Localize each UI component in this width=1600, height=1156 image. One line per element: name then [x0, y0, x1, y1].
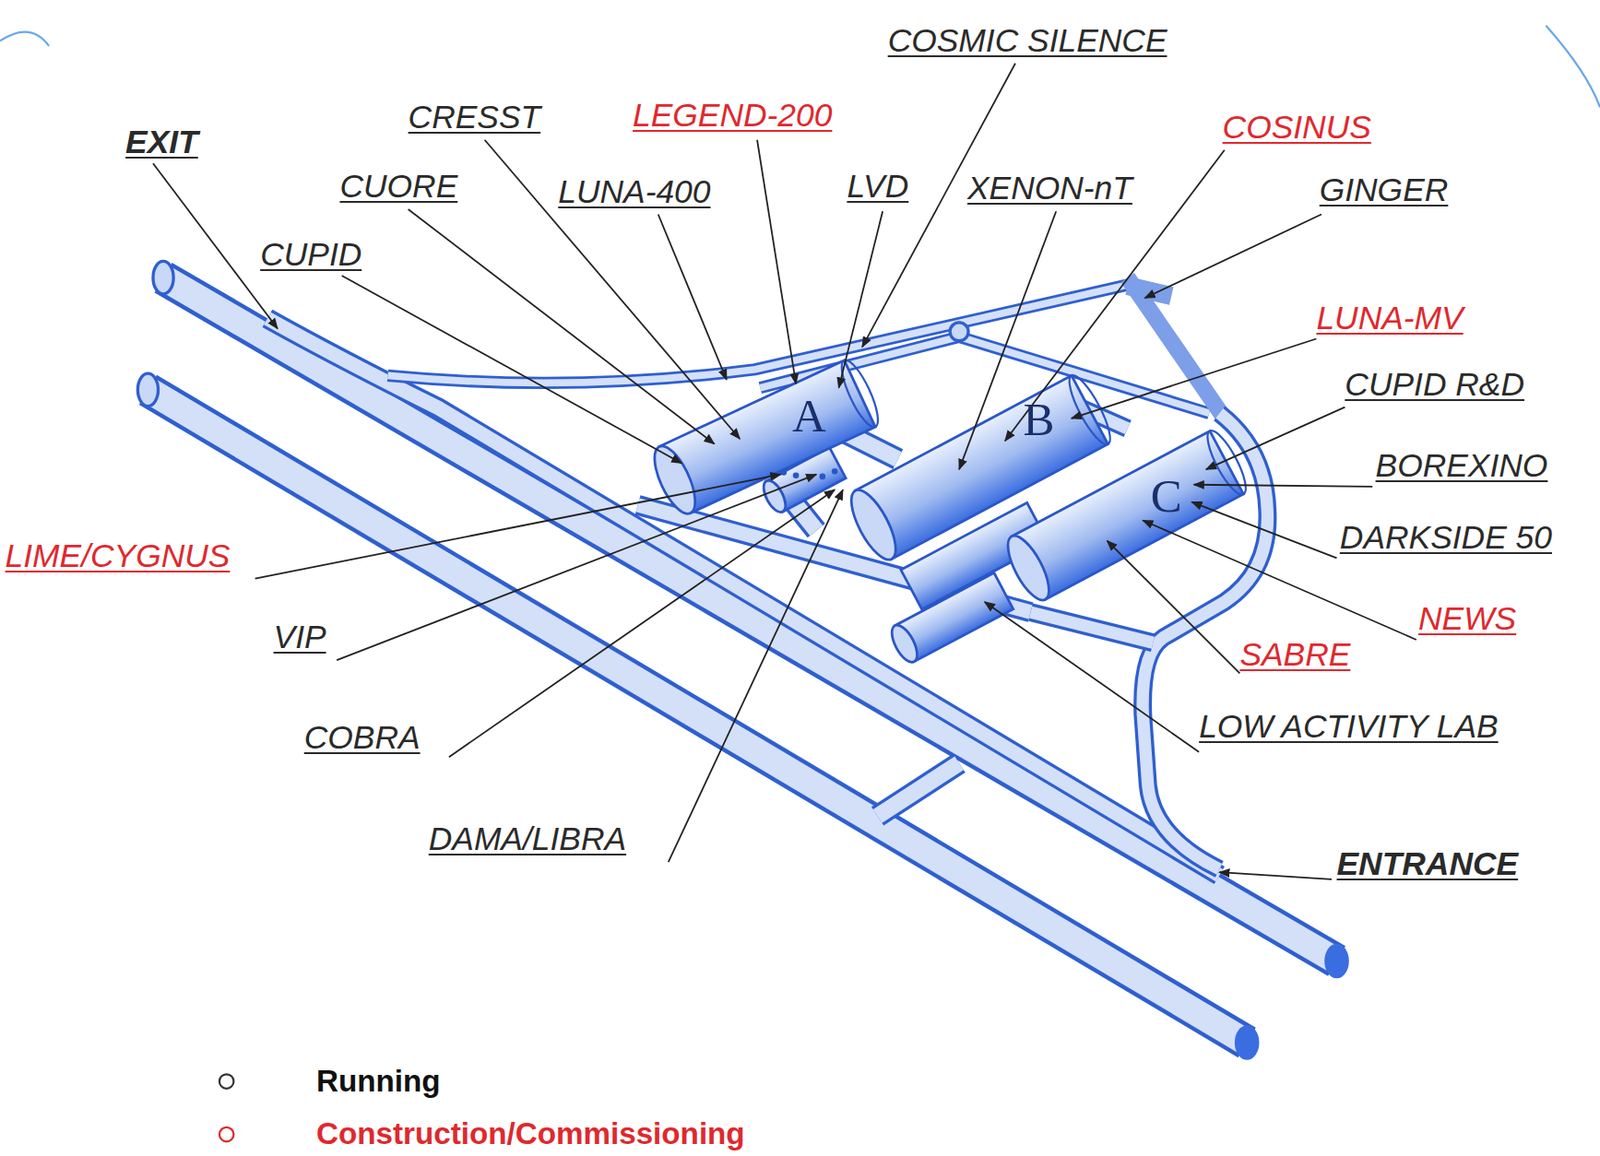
hall-letter: C: [1150, 470, 1183, 522]
legend-swatch: [219, 1127, 234, 1142]
experiment-label: DAMA/LIBRA: [428, 821, 627, 858]
experiment-label: LVD: [846, 168, 909, 205]
experiment-label: LEGEND-200: [632, 97, 832, 134]
hall-marker: C: [1150, 473, 1183, 521]
legend-text: Running: [316, 1065, 441, 1100]
experiment-label: LUNA-MV: [1315, 300, 1463, 337]
portal-label: EXIT: [125, 124, 199, 161]
hall-letter: B: [1022, 393, 1055, 446]
experiment-label: COBRA: [304, 720, 421, 757]
leader-lines: [153, 63, 1417, 880]
experiment-label: DARKSIDE 50: [1339, 520, 1553, 557]
experiment-label: LUNA-400: [557, 174, 711, 211]
portal-label: ENTRANCE: [1337, 846, 1519, 883]
experiment-label: CUORE: [339, 168, 458, 205]
experiment-label: CUPID R&D: [1344, 367, 1525, 403]
experiment-label: GINGER: [1319, 172, 1449, 209]
experiment-label: XENON-nT: [967, 170, 1133, 207]
hall-letter: A: [792, 390, 827, 442]
experiment-label: COSMIC SILENCE: [888, 23, 1168, 60]
experiment-label: CUPID: [260, 237, 362, 273]
experiment-label: LIME/CYGNUS: [5, 538, 231, 575]
experiment-label: NEWS: [1418, 601, 1517, 638]
hall-marker: B: [1022, 396, 1055, 444]
experiment-label: SABRE: [1239, 637, 1351, 674]
experiment-label: VIP: [273, 619, 327, 656]
hall-marker: A: [792, 392, 827, 440]
experiment-label: BOREXINO: [1375, 448, 1549, 485]
experiment-label: COSINUS: [1222, 109, 1372, 146]
legend-text: Construction/Commissioning: [316, 1117, 746, 1152]
legend-swatch: [219, 1074, 234, 1089]
experiment-label: CRESST: [408, 99, 542, 136]
experiment-label: LOW ACTIVITY LAB: [1198, 709, 1499, 746]
